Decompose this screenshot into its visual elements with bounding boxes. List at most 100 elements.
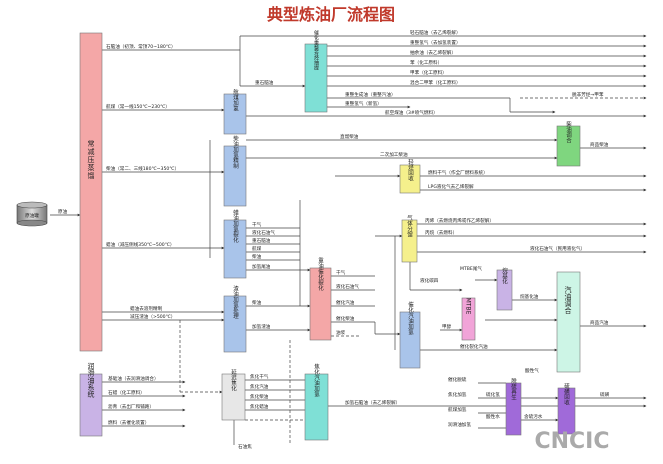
gas-recovery-unit xyxy=(399,164,421,194)
label-xylene: 混合二甲苯（化工原料） xyxy=(410,79,461,86)
distillation-label: 常减压蒸馏 xyxy=(87,139,95,180)
process-units: 原油罐 原油 常减压蒸馏 润滑油系统 催化重整芳烃抽提 航煤加氢 柴油加氢精制 … xyxy=(16,29,581,441)
gas-recovery-label: 轻烃回收 xyxy=(407,158,414,183)
flow-labels: 石脑油（初顶、常顶70~180℃） 航煤（常一线150℃~230℃） 柴油（常二… xyxy=(106,29,610,450)
label-hc-diesel: 柴油 xyxy=(252,253,262,260)
label-coke: 石油焦 xyxy=(238,443,252,450)
label-fcc-lpg: 液化石油气 xyxy=(336,283,359,290)
gas-sep-label: 气体分馏 xyxy=(406,214,413,239)
diesel-blend-unit xyxy=(556,125,581,167)
label-light-naphtha: 轻石脑油（去乙烯裂解） xyxy=(410,29,461,36)
label-hc-gas: 干气 xyxy=(252,221,262,228)
label-liq-gas: 液化石油气（民用液化气） xyxy=(530,245,585,252)
page-title: 典型炼油厂流程图 xyxy=(267,5,395,24)
label-vgo: 蜡油（减压侧线350℃~500℃） xyxy=(106,241,174,248)
label-fcc-gasoline2: 催化汽油 xyxy=(336,299,355,306)
label-naphtha: 石脑油（初顶、常顶70~180℃） xyxy=(106,43,176,50)
label-kerosene: 航煤（常一线150℃~230℃） xyxy=(106,103,170,110)
gas-sep-unit xyxy=(401,219,418,263)
hydrocrack-label: 蜡油加氢裂化 xyxy=(232,208,239,244)
label-coke-gas: 焦化干气 xyxy=(250,373,269,380)
label-lube4: 燃料（去催化装置） xyxy=(108,419,149,426)
gasoline-blend-unit xyxy=(556,271,581,373)
label-benzene: 苯（化工原料） xyxy=(410,59,442,66)
label-propane: 丙烷（去燃料） xyxy=(425,229,457,236)
mtbe-label: MTBE xyxy=(465,298,472,315)
coking-unit xyxy=(221,373,246,421)
feed-label: 原油 xyxy=(58,208,68,215)
label-alk-oil: 烷基化油 xyxy=(520,293,539,300)
label-h2s-gas: 酸性气 xyxy=(525,367,539,374)
label-lube1: 基础油（去润滑油调合） xyxy=(108,375,159,382)
diesel-blend-label: 柴油调合 xyxy=(565,120,572,145)
diesel-hydro-unit xyxy=(223,145,247,207)
fcc-gasoline-hydro-label: 催化汽油加氢 xyxy=(407,300,414,335)
label-reformate: 重整生成油（重整汽油） xyxy=(345,91,396,98)
label-coke-diesel: 焦化柴油 xyxy=(250,393,269,400)
label-sour-water: 含硫污水 xyxy=(524,413,543,420)
alkylation-unit xyxy=(496,269,513,311)
kero-hydro-unit xyxy=(223,93,247,135)
label-lpg-rec: LPG液化气去乙烯裂解 xyxy=(428,183,474,190)
label-coke-gasoline: 焦化汽油 xyxy=(250,383,269,390)
label-reformer-h2: 重整氢气（新氢） xyxy=(345,100,382,107)
kero-hydro-label: 航煤加氢 xyxy=(232,88,239,112)
label-fcc-diesel: 催化柴油 xyxy=(336,315,355,322)
label-diesel-product: 商品柴油 xyxy=(590,141,609,148)
watermark-logo: CNCIC xyxy=(534,429,609,454)
hydrocrack-unit xyxy=(223,219,247,279)
label-coke-wax: 焦化蜡油 xyxy=(250,403,269,410)
coking-label: 延迟焦化 xyxy=(230,368,237,393)
label-fcc-gasoline: 催化裂化汽油 xyxy=(460,343,488,350)
reformer-label: 催化重整芳烃抽提 xyxy=(313,29,319,71)
label-fcc-gas: 干气 xyxy=(336,269,346,276)
resid-hydro-unit xyxy=(223,295,247,353)
label-straight-diesel: 直馏柴油 xyxy=(340,133,359,140)
label-resid-diesel: 柴油 xyxy=(252,299,262,306)
label-toluene: 甲苯（化工原料） xyxy=(410,69,447,76)
fcc-gasoline-hydro-unit xyxy=(399,311,421,369)
h2s-scrub-label: 脱硫再生 xyxy=(510,377,517,401)
label-raffinate: 抽余油（去乙烯裂解） xyxy=(410,49,456,56)
label-vgo-lube: 蜡油去溶剂精制 xyxy=(130,305,163,312)
label-propylene: 丙烯（去燃烧丙烯或作乙烯裂解） xyxy=(425,217,494,224)
label-coker-product: 加氢石脑油（去乙烯裂解） xyxy=(345,399,400,406)
label-c4: 液化碳四 xyxy=(420,277,439,284)
label-h2s: 硫化氢 xyxy=(486,391,500,398)
crude-tank-label: 原油罐 xyxy=(25,212,39,219)
lube-unit xyxy=(79,373,103,437)
label-hc-lpg: 液化石油气 xyxy=(252,229,275,236)
label-h2s-4: 润滑油加氢 xyxy=(448,421,471,428)
fcc-label: 重油催化裂化 xyxy=(317,256,324,292)
reformer-unit xyxy=(304,43,328,113)
label-hc-naphtha: 重石脑油 xyxy=(252,237,271,244)
label-jet-fuel: 航空煤油（3#喷气燃料） xyxy=(385,109,438,116)
label-acid-water: 酸性水 xyxy=(486,413,500,420)
gasoline-blend-label: 汽油调合 xyxy=(564,285,572,315)
crude-tank: 原油罐 xyxy=(16,201,48,227)
sulfur-label: 硫磺回收 xyxy=(563,382,570,407)
h2s-scrub-unit xyxy=(505,382,522,436)
label-heavy-naphtha: 重石脑油 xyxy=(255,79,274,86)
flow-lines xyxy=(50,34,647,445)
label-lube2: 石蜡（化工原料） xyxy=(108,389,145,396)
label-h2s-3: 航煤加氢 xyxy=(448,406,467,413)
label-hc-kero: 航煤 xyxy=(252,245,262,252)
resid-hydro-label: 渣油加氢处理 xyxy=(232,284,239,319)
label-h2s-2: 焦化加氢 xyxy=(448,391,467,398)
label-mtbe-gas: MTBE尾气 xyxy=(460,265,482,272)
label-hc-tail: 加氢尾油 xyxy=(252,263,271,270)
label-resid-hydro-oil: 加氢渣油 xyxy=(252,323,271,330)
label-fcc-slurry: 油浆 xyxy=(336,329,346,336)
mtbe-unit xyxy=(461,297,476,341)
alkylation-label: 烷基化 xyxy=(501,267,508,286)
label-lube3: 沥青（去出厂和铺路） xyxy=(108,403,154,410)
label-methanol: 甲醇 xyxy=(442,323,452,330)
diesel-hydro-label: 柴油加氢精制 xyxy=(232,134,239,170)
label-diesel-2: 二次加工柴油 xyxy=(380,151,408,158)
label-dry-gas: 燃料干气（作全厂燃料系统） xyxy=(428,169,488,176)
coker-gasoline-unit xyxy=(304,373,329,441)
label-reformer-gas: 重整氢气（去加氢装置） xyxy=(410,39,461,46)
